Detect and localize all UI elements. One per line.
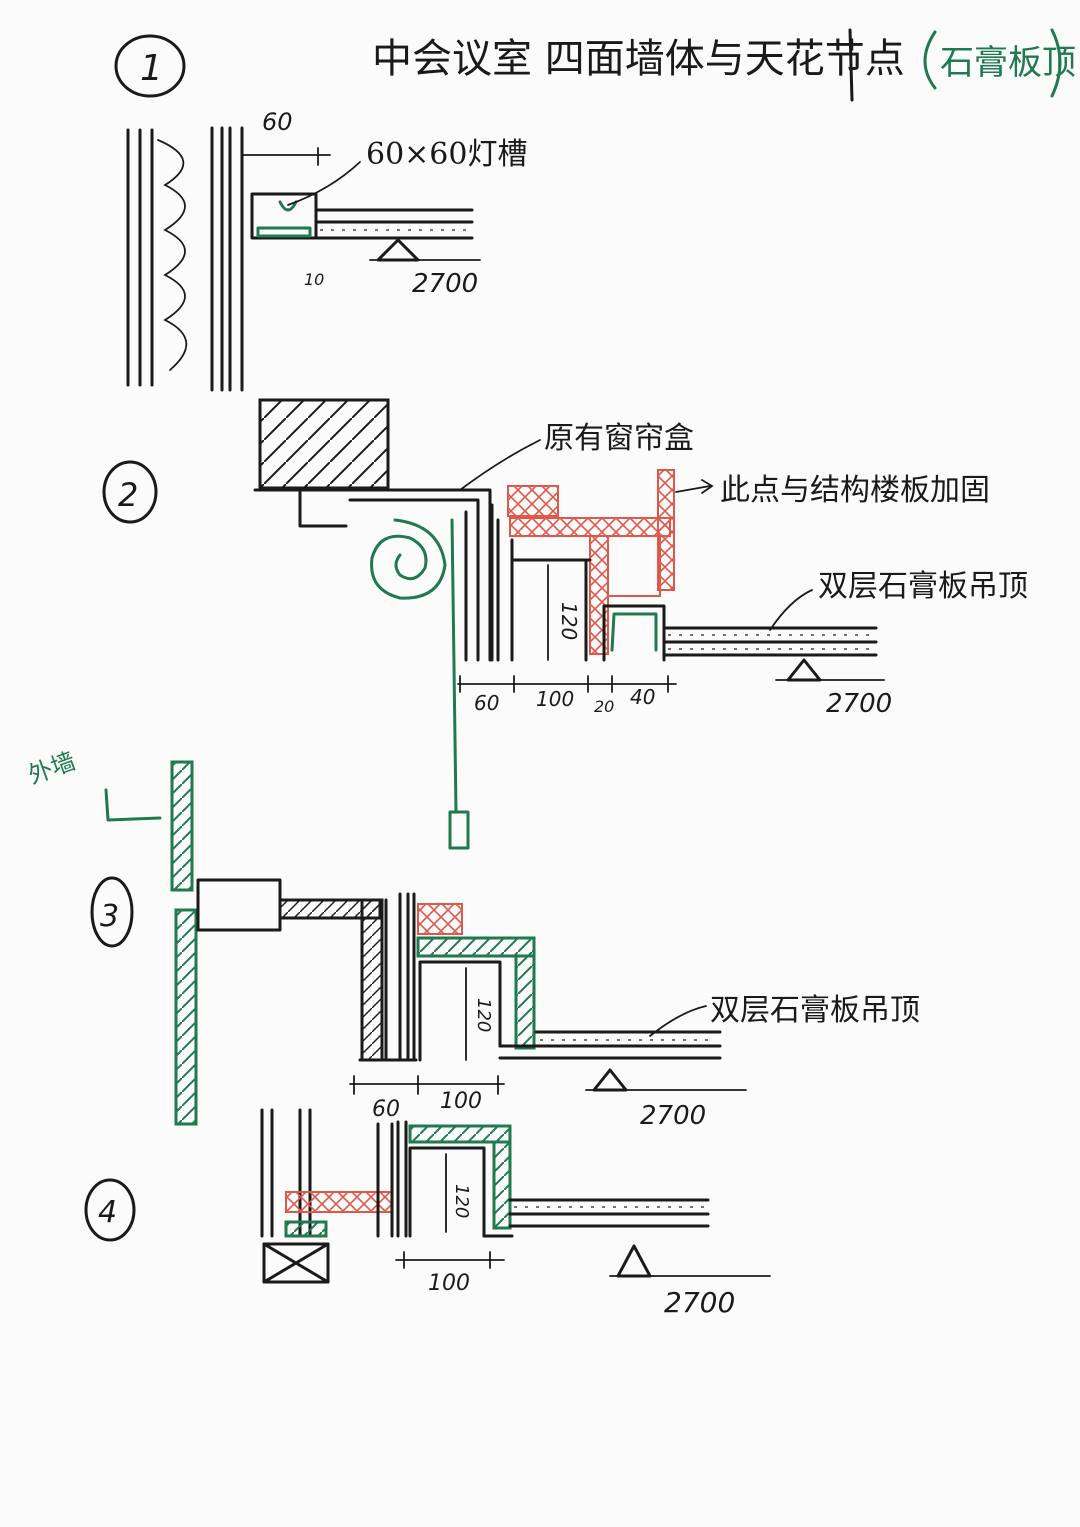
detail-2-dim-60: 60	[474, 691, 499, 715]
detail-2-dim-40: 40	[630, 685, 655, 709]
detail-4-elevation-marker	[616, 1244, 652, 1278]
detail-4-elevation: 2700	[664, 1286, 735, 1319]
title-note: 石膏板顶	[940, 43, 1076, 83]
detail-3-number: 3	[100, 899, 119, 934]
detail-3-dim-120: 120	[473, 998, 494, 1032]
detail-3-elevation-marker	[592, 1068, 628, 1092]
detail-2-elevation-marker	[786, 658, 822, 682]
detail-2-dim-20: 20	[594, 697, 614, 716]
title-note-bracket-left	[923, 30, 937, 90]
detail-3-window-frame	[196, 878, 282, 932]
detail-2-elevation: 2700	[826, 689, 892, 719]
detail-1-elevation: 2700	[412, 269, 478, 299]
detail-1: 1 60 60×60灯槽 10 2700	[114, 34, 527, 392]
detail-3-exterior-wall-lower	[174, 908, 198, 1126]
title-stroke	[848, 28, 854, 102]
detail-2-dim-120: 120	[557, 602, 581, 640]
detail-3-dim-100: 100	[440, 1089, 482, 1114]
detail-2-number: 2	[118, 476, 138, 514]
detail-4: 4 120 100	[84, 1108, 771, 1319]
page-title: 中会议室 四面墙体与天花节点	[372, 36, 905, 82]
detail-4-number: 4	[98, 1195, 117, 1230]
detail-2-dim-100: 100	[536, 687, 574, 711]
title-note-bracket-right	[1050, 28, 1062, 98]
detail-2-callout-ceiling: 双层石膏板吊顶	[818, 569, 1028, 604]
detail-2-number-circle	[102, 460, 158, 524]
detail-1-elevation-marker	[376, 238, 420, 262]
detail-2: 2 120	[102, 398, 1028, 850]
detail-1-dim-10: 10	[304, 270, 324, 289]
detail-1-dim-60: 60	[262, 108, 293, 136]
detail-2-callout-structure: 此点与结构楼板加固	[720, 473, 990, 508]
detail-2-curtain-weight	[448, 810, 470, 850]
detail-3: 3 外墙 120 60 100	[24, 747, 920, 1131]
detail-2-curtain-roll	[370, 518, 447, 600]
detail-3-exterior-wall-upper	[170, 760, 194, 892]
detail-3-exterior-wall-label: 外墙	[24, 747, 79, 790]
detail-1-callout-light-slot: 60×60灯槽	[366, 137, 527, 172]
detail-4-number-circle	[84, 1178, 136, 1242]
detail-2-window-frame	[258, 398, 390, 490]
detail-1-number: 1	[140, 48, 163, 89]
detail-1-number-circle	[114, 34, 186, 98]
detail-3-elevation: 2700	[640, 1101, 706, 1131]
detail-3-dim-60: 60	[372, 1097, 400, 1122]
detail-3-number-circle	[90, 876, 134, 948]
detail-4-dim-100: 100	[428, 1271, 470, 1296]
detail-3-callout-ceiling: 双层石膏板吊顶	[710, 993, 920, 1028]
detail-4-dim-120: 120	[451, 1184, 472, 1218]
detail-2-callout-window-box: 原有窗帘盒	[544, 421, 694, 456]
detail-4-box	[262, 1242, 330, 1284]
